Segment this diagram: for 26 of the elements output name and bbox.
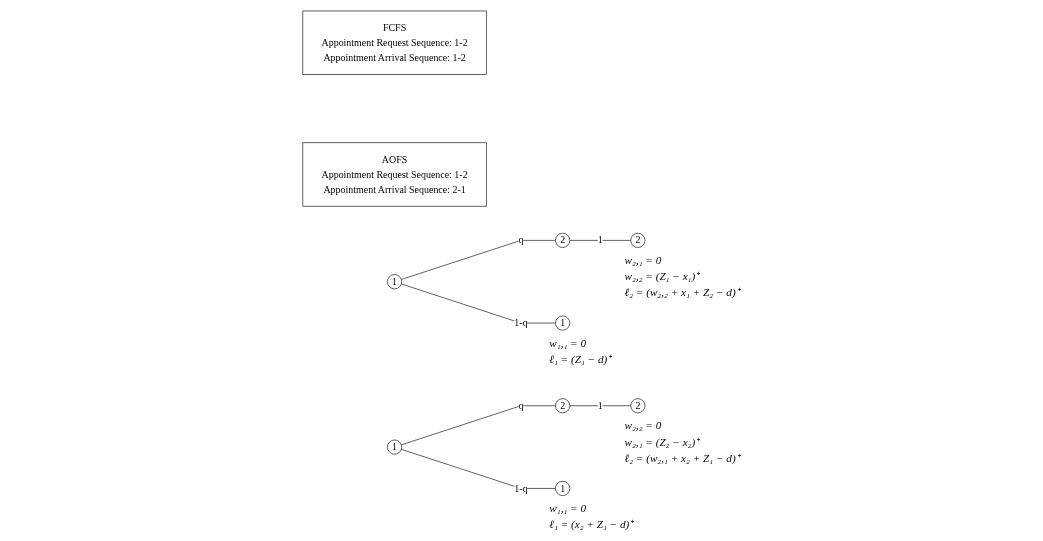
node-circle: 2 [629,232,645,248]
edge-label: q [517,234,523,245]
formula: w₁,₁ = 0 [548,336,586,349]
formula: ℓ₂ = (w₂,₂ + x₁ + Z₂ − d)⁺ [624,285,740,298]
formula: w₂,₁ = 0 [624,253,661,266]
node-box: FCFS Appointment Request Sequence: 1-2 Appointment Arrival Sequence: 1-2 [302,10,487,75]
node-circle: 1 [554,480,570,496]
node-circle: 1 [386,439,402,455]
edge-label: 1-q [513,482,528,493]
edge-label: 1-q [513,316,528,328]
node-circle: 1 [554,315,570,330]
edge-label: 1 [597,399,603,411]
formula: ℓ₁ = (Z₁ − d)⁺ [548,352,611,365]
node-box: AOFS Appointment Request Sequence: 1-2 Appointment Arrival Sequence: 2-1 [302,141,487,206]
edge-label: q [517,399,523,411]
formula: w₂,₂ = 0 [624,418,661,431]
formula: w₂,₁ = (Z₂ − x₂)⁺ [624,435,699,448]
formula: ℓ₁ = (x₂ + Z₁ − d)⁺ [548,517,633,530]
formula: w₂,₂ = (Z₁ − x₁)⁺ [624,269,699,282]
formula: ℓ₂ = (w₂,₁ + x₂ + Z₁ − d)⁺ [624,451,740,464]
node-circle: 2 [629,397,645,413]
edge-label: 1 [597,234,603,245]
node-circle: 1 [386,273,402,289]
node-circle: 2 [554,232,570,248]
formula: w₁,₁ = 0 [548,501,586,514]
node-circle: 2 [554,397,570,413]
